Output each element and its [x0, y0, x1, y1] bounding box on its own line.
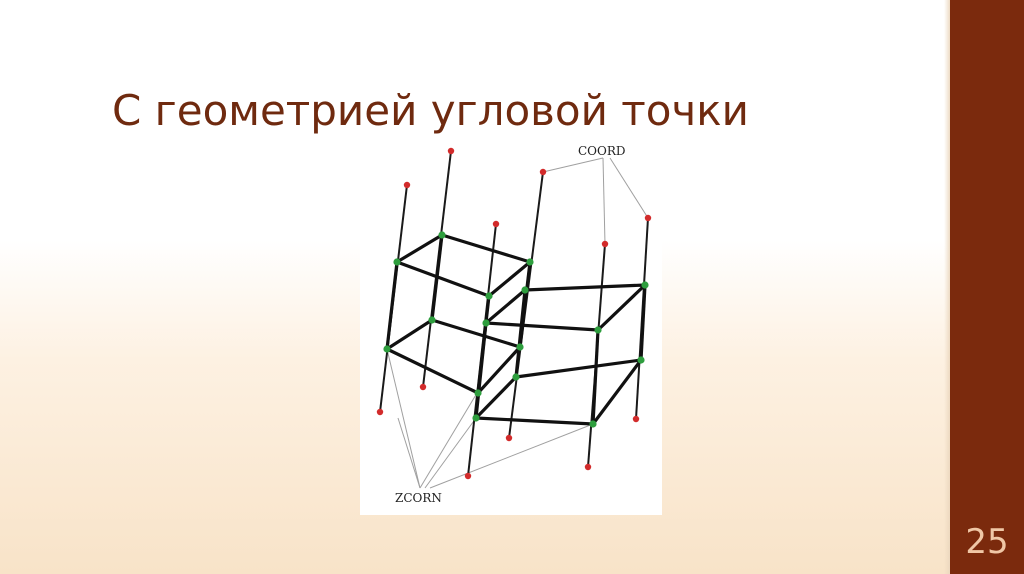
zcorn-leader-line [397, 417, 421, 489]
zcorn-label: ZCORN [395, 491, 442, 505]
left-cell-bottom-face [385, 318, 522, 395]
zcorn-leader-line [429, 423, 594, 489]
pillar-end-point [539, 168, 547, 176]
left-cell-edge [430, 234, 444, 321]
corner-point [393, 258, 401, 266]
pillar-end-point [505, 434, 513, 442]
corner-point [641, 281, 649, 289]
pillar-end-point [419, 383, 427, 391]
zcorn-leader-line [386, 348, 421, 489]
corner-point-grid-diagram: COORD ZCORN [376, 144, 652, 505]
slide-title: С геометрией угловой точки [112, 86, 749, 135]
zcorn-leader-line [424, 417, 477, 489]
corner-point [594, 326, 602, 334]
coord-leader-line [609, 157, 649, 219]
right-cell-edge [474, 322, 488, 419]
pillar-end-point [584, 463, 592, 471]
pillar-end-point [644, 214, 652, 222]
right-cell-edge [639, 284, 647, 361]
pillar-end-point [403, 181, 411, 189]
corner-point [472, 414, 480, 422]
right-cell-edge [591, 329, 600, 425]
slide-number: 25 [965, 522, 1009, 562]
corner-point-geometry-figure: COORD ZCORN [360, 135, 662, 515]
corner-point [521, 286, 529, 294]
coord-leader-line [542, 157, 604, 173]
pillar-end-point [447, 147, 455, 155]
pillar-end-point [376, 408, 384, 416]
corner-point [428, 316, 436, 324]
corner-point [589, 420, 597, 428]
corner-point [512, 373, 520, 381]
corner-point [383, 345, 391, 353]
right-cell-edge [514, 289, 527, 378]
pillar-end-point [601, 240, 609, 248]
corner-point [485, 292, 493, 300]
left-cell-top-face [395, 233, 532, 298]
corner-point [438, 231, 446, 239]
coord-label: COORD [578, 144, 626, 158]
corner-point [474, 389, 482, 397]
pillar-end-point [464, 472, 472, 480]
coord-leader-line [602, 157, 606, 245]
sidebar-edge [944, 0, 950, 574]
left-cell-edge [385, 261, 399, 350]
right-sidebar [950, 0, 1024, 574]
pillar-end-point [492, 220, 500, 228]
right-cell-top-face [484, 283, 647, 332]
corner-point [637, 356, 645, 364]
corner-point [482, 319, 490, 327]
zcorn-leader-line [419, 392, 478, 489]
pillar-end-point [632, 415, 640, 423]
corner-point [516, 343, 524, 351]
corner-point [526, 258, 534, 266]
